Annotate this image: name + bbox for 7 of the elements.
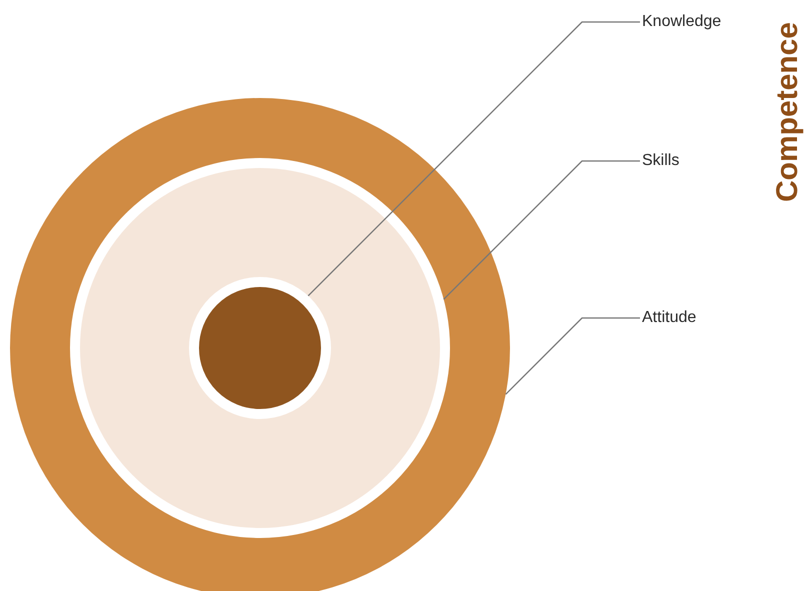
leader-label: Knowledge — [640, 12, 724, 32]
leader-line — [443, 160, 640, 300]
title: Competence — [770, 22, 805, 202]
leader-line — [505, 317, 640, 395]
leader-label: Attitude — [640, 308, 698, 328]
leader-label: Skills — [640, 151, 682, 171]
leader-line — [308, 21, 640, 296]
